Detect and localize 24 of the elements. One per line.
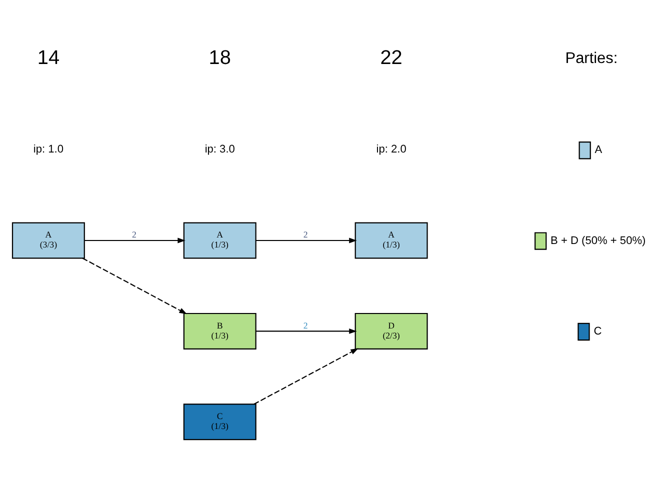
arrow <box>256 237 357 243</box>
arrow <box>82 257 187 314</box>
label: ip: 3.0 <box>204 143 235 156</box>
node-box: A (1/3) <box>354 222 428 258</box>
node-box: A (3/3) <box>12 222 85 258</box>
edge-label: 2 <box>303 320 308 330</box>
node-box: B (1/3) <box>183 312 256 349</box>
legend-label: A <box>594 144 602 156</box>
node-box: A (1/3) <box>183 222 256 258</box>
node-box: C (1/3) <box>183 403 256 440</box>
edge-label: 2 <box>132 229 136 240</box>
label: ip: 2.0 <box>376 143 406 156</box>
label: 18 <box>208 46 231 68</box>
arrow <box>84 237 186 243</box>
edge-label: 2 <box>303 229 308 240</box>
arrow <box>254 348 358 404</box>
arrow <box>256 328 357 334</box>
label: ip: 1.0 <box>33 143 64 156</box>
label: Parties: <box>565 50 618 67</box>
legend-label: C <box>594 325 602 338</box>
node-box: D (2/3) <box>354 312 428 349</box>
legend-label: B + D (50% + 50%) <box>550 234 646 246</box>
label: 22 <box>380 46 402 68</box>
label: 14 <box>37 46 60 68</box>
